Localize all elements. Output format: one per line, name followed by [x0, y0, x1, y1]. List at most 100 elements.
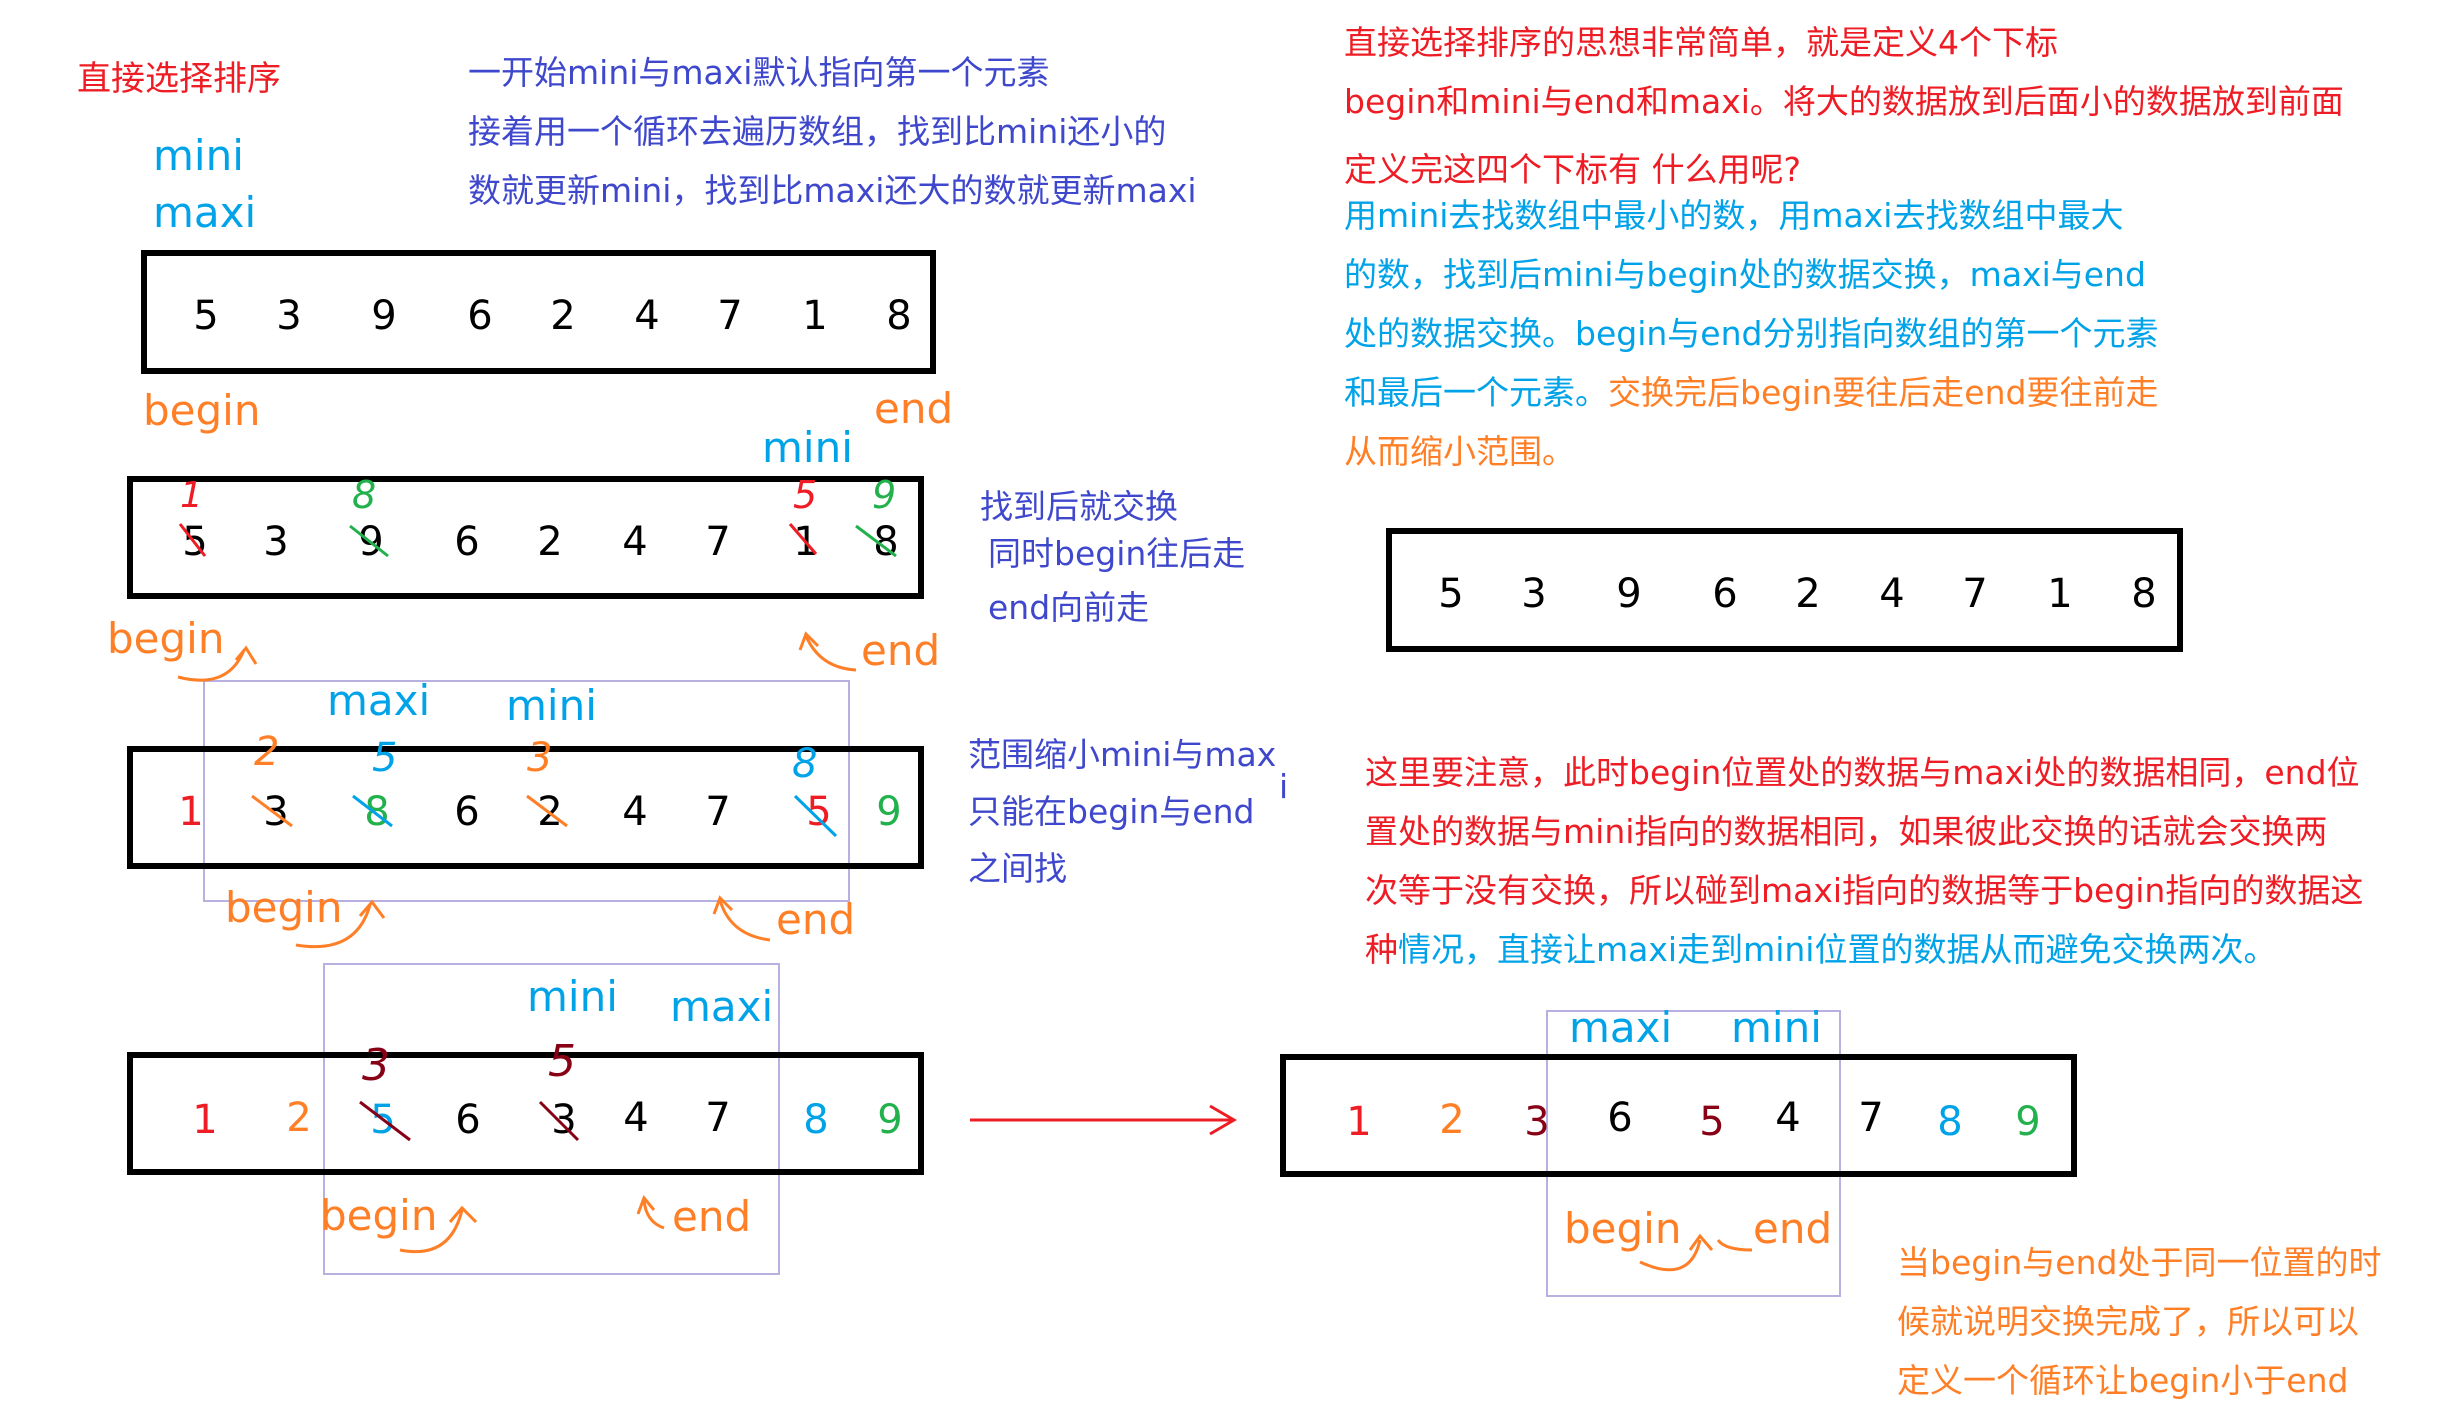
- intro-red-line-2: begin和mini与end和maxi。将大的数据放到后面小的数据放到前面: [1344, 82, 2344, 121]
- page-title: 直接选择排序: [77, 59, 281, 99]
- warn-red-line-2: 置处的数据与mini指向的数据相同，如果彼此交换的话就会交换两: [1365, 812, 2328, 851]
- array-box-row1: 5 3 9 6 2 4 7 1 8: [141, 250, 936, 374]
- array-cell: 6: [1712, 571, 1738, 617]
- array-cell: 5: [1438, 571, 1464, 617]
- label-mini-row3: mini: [506, 681, 597, 730]
- intro-orange-line: 从而缩小范围。: [1344, 432, 1575, 471]
- array-cell: 4: [1879, 571, 1905, 617]
- end-note-line-2: 候就说明交换完成了，所以可以: [1897, 1302, 2359, 1341]
- array-cell: 6: [467, 293, 493, 339]
- range-frame-row4: [323, 963, 780, 1275]
- mark-row4-5: 5: [548, 1036, 576, 1087]
- init-text-line-1: 一开始mini与maxi默认指向第一个元素: [468, 53, 1050, 92]
- array-cell: 4: [622, 789, 648, 835]
- note-range-tail: i: [1279, 767, 1289, 806]
- label-begin-row3: begin: [225, 883, 343, 932]
- array-cell: 4: [622, 519, 648, 565]
- intro-cyan-line-1: 用mini去找数组中最小的数，用maxi去找数组中最大: [1344, 196, 2124, 235]
- label-maxi-row6: maxi: [1569, 1003, 1673, 1052]
- note-range-line-3: 之间找: [968, 849, 1067, 888]
- init-text-line-3: 数就更新mini，找到比maxi还大的数就更新maxi: [468, 171, 1197, 210]
- array-box-row3: 1 3 8 6 2 4 7 5 9: [127, 746, 924, 869]
- label-mini-initial: mini: [153, 131, 244, 180]
- mark-row3-8: 8: [792, 741, 818, 787]
- warn-mixed-red: 种: [1365, 930, 1398, 969]
- array-cell: 6: [454, 519, 480, 565]
- array-cell: 5: [193, 293, 219, 339]
- array-cell: 7: [1858, 1095, 1884, 1141]
- array-cell: 4: [1775, 1095, 1801, 1141]
- end-note-line-3: 定义一个循环让begin小于end: [1897, 1361, 2349, 1400]
- array-cell: 3: [263, 789, 289, 835]
- warn-red-line-1: 这里要注意，此时begin位置处的数据与maxi处的数据相同，end位: [1365, 753, 2360, 792]
- label-mini-row6: mini: [1731, 1003, 1822, 1052]
- mark-row2-9: 9: [872, 473, 897, 517]
- label-end-row4: end: [672, 1192, 752, 1241]
- label-begin-row4: begin: [320, 1191, 438, 1240]
- array-cell: 1: [192, 1097, 218, 1143]
- warn-red-line-3: 次等于没有交换，所以碰到maxi指向的数据等于begin指向的数据这: [1365, 871, 2364, 910]
- intro-mixed-orange: 交换完后begin要往后走end要往前走: [1608, 373, 2159, 412]
- label-end-row6: end: [1753, 1204, 1833, 1253]
- note-range-line-2: 只能在begin与end: [968, 792, 1255, 831]
- note-swap-line-1: 找到后就交换: [980, 487, 1178, 526]
- array-cell: 1: [802, 293, 828, 339]
- array-cell: 7: [705, 519, 731, 565]
- note-swap-line-3: end向前走: [988, 588, 1150, 627]
- label-maxi-row3: maxi: [327, 676, 431, 725]
- mark-row2-5: 5: [793, 473, 818, 517]
- array-cell: 9: [2015, 1099, 2041, 1145]
- array-cell: 6: [455, 1097, 481, 1143]
- array-cell: 2: [550, 293, 576, 339]
- array-cell: 8: [803, 1097, 829, 1143]
- mark-row3-2: 2: [254, 729, 280, 775]
- array-cell: 2: [286, 1095, 312, 1141]
- label-end-row3: end: [776, 895, 856, 944]
- array-cell: 6: [1607, 1095, 1633, 1141]
- array-cell: 2: [1439, 1097, 1465, 1143]
- mark-row2-8: 8: [352, 473, 377, 517]
- range-frame-row6: [1546, 1010, 1841, 1297]
- intro-red-line-3: 定义完这四个下标有 什么用呢?: [1344, 150, 1802, 189]
- range-frame-row3: [203, 680, 850, 902]
- array-cell: 8: [2131, 571, 2157, 617]
- array-cell: 1: [1346, 1099, 1372, 1145]
- array-cell: 9: [1616, 571, 1642, 617]
- note-range-line-1: 范围缩小mini与max: [968, 735, 1277, 774]
- label-maxi-initial: maxi: [153, 188, 257, 237]
- warn-mixed-cyan: 情况，直接让maxi走到mini位置的数据从而避免交换两次。: [1398, 930, 2277, 969]
- array-cell: 7: [705, 1095, 731, 1141]
- array-cell: 9: [876, 789, 902, 835]
- intro-cyan-line-2: 的数，找到后mini与begin处的数据交换，maxi与end: [1344, 255, 2146, 294]
- array-cell: 2: [537, 519, 563, 565]
- mark-row2-1: 1: [180, 475, 203, 516]
- array-cell: 7: [1962, 571, 1988, 617]
- array-cell: 1: [2047, 571, 2073, 617]
- intro-mixed-line: 和最后一个元素。交换完后begin要往后走end要往前走: [1344, 376, 2158, 409]
- array-cell: 3: [1521, 571, 1547, 617]
- intro-cyan-line-3: 处的数据交换。begin与end分别指向数组的第一个元素: [1344, 314, 2159, 353]
- array-cell: 6: [454, 789, 480, 835]
- warn-mixed-line: 种情况，直接让maxi走到mini位置的数据从而避免交换两次。: [1365, 933, 2276, 966]
- array-cell: 7: [705, 789, 731, 835]
- array-cell: 3: [1524, 1099, 1550, 1145]
- array-cell: 3: [276, 293, 302, 339]
- array-cell: 8: [886, 293, 912, 339]
- array-cell: 9: [371, 293, 397, 339]
- array-cell: 5: [1699, 1099, 1725, 1145]
- array-cell: 8: [1937, 1099, 1963, 1145]
- array-cell: 4: [634, 293, 660, 339]
- array-cell: 8: [364, 789, 390, 835]
- mark-row3-5: 5: [372, 735, 398, 781]
- note-swap-line-2: 同时begin往后走: [988, 534, 1246, 573]
- label-mini-row4: mini: [527, 972, 618, 1021]
- label-end-row1: end: [874, 384, 954, 433]
- label-mini-row1: mini: [762, 423, 853, 472]
- mark-row3-3: 3: [527, 735, 553, 781]
- array-cell: 9: [877, 1097, 903, 1143]
- array-cell: 7: [717, 293, 743, 339]
- array-box-row6: 1 2 3 6 5 4 7 8 9: [1280, 1054, 2077, 1177]
- label-begin-row1: begin: [143, 386, 261, 435]
- array-cell: 1: [178, 789, 204, 835]
